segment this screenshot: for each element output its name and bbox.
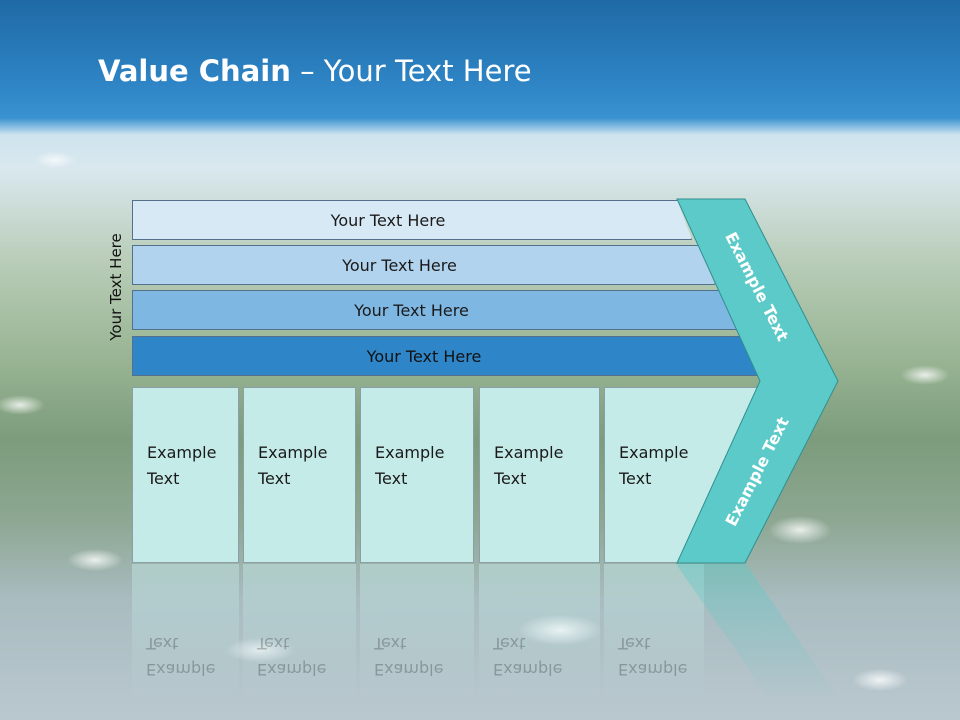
activity-box-line1: Example [258,443,328,462]
activity-box-line1: Example [619,443,689,462]
activity-box-4: Example Text [479,387,600,563]
support-bar-label: Your Text Here [342,255,457,275]
activity-box-2: Example Text [243,387,356,563]
support-bar-2: Your Text Here [132,245,715,285]
activity-box-1: Example Text [132,387,239,563]
activity-box-line2: Text [619,469,652,488]
support-bar-3: Your Text Here [132,290,739,330]
activity-box-line1: Example [375,443,445,462]
activity-box-line2: Text [494,469,527,488]
activity-box-3: Example Text [360,387,474,563]
support-bar-4: Your Text Here [132,336,764,376]
support-bar-label: Your Text Here [330,210,446,230]
chevron-shape [676,198,839,564]
activity-box-line1: Example [147,443,217,462]
activity-box-line2: Text [375,469,408,488]
support-bar-label: Your Text Here [366,346,482,366]
support-bar-label: Your Text Here [354,300,469,320]
activity-box-line2: Text [258,469,291,488]
activity-box-line1: Example [494,443,564,462]
activity-box-line2: Text [147,469,180,488]
title-bold-part: Value Chain [98,54,291,88]
title-rest-part: – Your Text Here [290,54,532,88]
chevron-reflection [676,564,840,700]
slide-title: Value Chain – Your Text Here [98,54,532,94]
